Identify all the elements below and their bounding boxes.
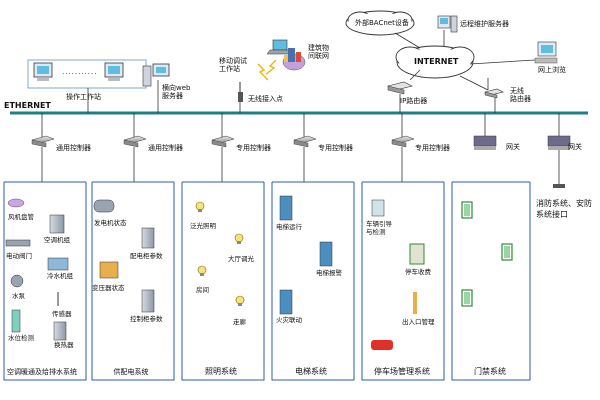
device-label: 火灾联动 [276,316,302,324]
valve-icon [5,239,31,247]
subsystem-box [91,182,175,381]
lightning-icon [265,59,277,75]
operator-station-label: 操作工作站 [66,93,101,101]
system-caption: 供配电系统 [113,368,149,376]
cabinet-icon [47,257,69,271]
cabinet-icon [141,227,155,249]
ip-router-icon [387,69,421,113]
gateway-label: 网关 [568,143,582,151]
system-caption: 空调暖通及给排水系统 [7,368,77,376]
remote-server-icon [437,15,458,46]
controller-label: 专用控制器 [415,144,450,152]
device-label: 泛光照明 [190,222,216,230]
subsystem-box [361,182,445,381]
web-browse-label: 网上浏览 [538,66,566,74]
device-label: 走廊 [233,318,246,326]
device-label: 大厅调光 [228,255,254,263]
subsystem-box [3,182,87,381]
lightning-icon [257,63,269,81]
generator-icon [93,199,115,213]
controller-label: 专用控制器 [318,144,353,152]
mobile-station-label: 移动调试 工作站 [219,57,247,73]
device-label: 控制柜参数 [130,315,163,323]
device-label: 空调机组 [44,236,70,244]
bulb-icon [195,201,205,211]
device-icons [5,195,513,350]
web-server-icon [142,63,170,113]
web-server-label: 横向web 服务器 [162,84,191,100]
controller-label: 专用控制器 [236,144,271,152]
cabinet-icon [49,214,65,234]
device-label: 房间 [196,286,209,294]
barrier-icon [413,292,417,314]
bacnet-cloud [345,10,415,36]
gateway-icon [547,113,571,188]
device-label: 出入口管理 [402,318,435,326]
bulb-icon [235,295,245,305]
bulb-icon [197,265,207,275]
device-label: 风机盘管 [8,213,34,221]
subsystem-box [271,182,355,381]
fire-interface-label: 消防系统、安防 系统接口 [536,199,592,219]
fan-coil-icon [7,198,25,208]
cabinet-icon [279,195,293,221]
transformer-icon [99,261,119,279]
device-label: 发电机状态 [94,219,127,227]
bacnet-devices-label: 外部BACnet设备 [355,19,409,27]
bulb-icon [234,233,244,243]
controller-row [31,113,415,182]
device-label: 冷水机组 [47,272,73,280]
subsystem-box [451,182,531,381]
device-label: 变压器状态 [92,284,125,292]
water-level-icon [11,309,21,333]
cabinet-icon [279,289,293,315]
device-label: 停车收费 [405,268,431,276]
remote-server-label: 远程维护服务器 [460,20,509,28]
device-label: 电动阀门 [6,252,32,260]
device-label: 传感器 [52,310,72,318]
device-label: 电梯报警 [316,269,342,277]
pump-icon [10,274,24,288]
device-label: 车辆引导 与检测 [366,220,392,236]
gateway-icon [473,113,497,150]
system-caption: 照明系统 [205,367,237,376]
cabinet-icon [371,199,385,217]
device-label: 水泵 [12,292,25,300]
system-caption: 停车场管理系统 [374,367,430,376]
controller-label: 通用控制器 [56,144,91,152]
cabinet-icon [319,241,333,267]
cabinet-icon [141,289,155,313]
device-label: 电梯运行 [276,223,302,231]
ip-router-label: IP路由器 [400,97,428,105]
dots-label: ........... [62,68,98,76]
car-icon [371,340,393,350]
gateway-label: 网关 [506,143,520,151]
wireless-router-label: 无线 路由器 [510,87,531,103]
internet-label: INTERNET [414,57,459,66]
subsystem-box [181,182,265,381]
ethernet-label: ETHERNET [4,101,51,110]
cabinet-icon [53,321,67,341]
building-iot-label: 建筑物 间联网 [308,44,329,60]
device-label: 水位检测 [8,334,34,342]
operator-workstations [27,59,147,113]
building-iot-icon [282,48,306,71]
device-label: 换热器 [54,341,74,349]
web-browse-pc-icon [469,41,558,65]
controller-label: 通用控制器 [148,144,183,152]
wireless-router-icon [459,75,504,113]
system-caption: 门禁系统 [474,367,506,376]
internet-cloud [395,45,475,79]
system-caption: 电梯系统 [295,367,327,376]
wireless-ap-label: 无线接入点 [248,95,283,103]
toll-booth-icon [409,243,425,265]
wireless-ap-icon [238,82,243,113]
device-label: 配电柜参数 [130,252,163,260]
